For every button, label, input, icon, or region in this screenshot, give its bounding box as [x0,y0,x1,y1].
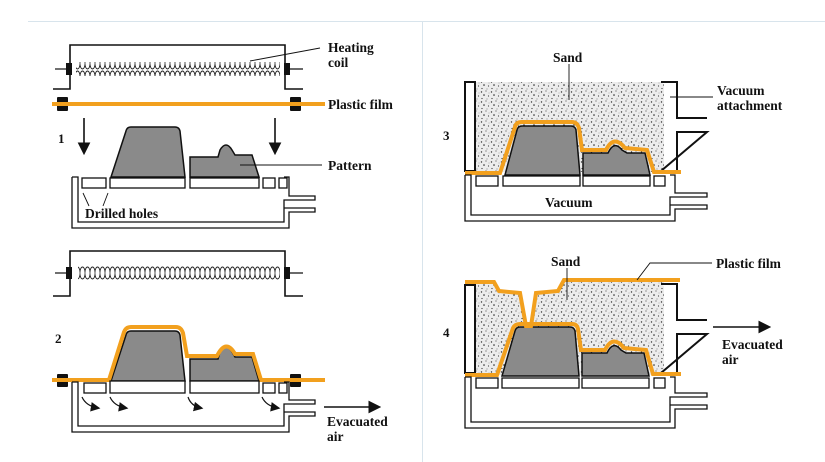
step-number-1: 1 [58,131,65,146]
label-drilled-holes: Drilled holes [85,206,158,221]
heating-coil-icon [78,266,280,280]
plastic-film-1 [52,97,325,111]
label-heating-coil-1: Heating [328,40,374,55]
flask-wall-right [658,81,710,172]
heater-2 [53,250,303,297]
label-heating-coil-2: coil [328,55,348,70]
frame-divider [422,22,423,462]
label-vacuum-attachment-2: attachment [717,98,783,113]
vacuum-box-2 [71,380,316,433]
plastic-film-4-bottom [465,322,681,377]
label-sand-3: Sand [553,50,583,65]
step-number-3: 3 [443,128,450,143]
pattern-1 [109,126,322,178]
leader-heating-coil [249,47,321,62]
label-pattern: Pattern [328,158,372,173]
label-evacuated-air-4-2: air [722,352,739,367]
coil-terminal-left [66,63,72,75]
vacuum-box-1 [71,176,316,229]
flask-wall-right [658,283,710,374]
label-vacuum-attachment-1: Vacuum [717,83,765,98]
airflow-arrows [81,396,281,412]
label-evacuated-air-4-1: Evacuated [722,337,783,352]
step-4: 4 Sand Plastic film Evacuated air [443,254,783,429]
pattern-4 [501,326,650,377]
flask-wall-left [464,81,476,172]
vacuum-box-4 [464,376,708,429]
heating-coil-icon [76,62,280,76]
label-plastic-film-4: Plastic film [716,256,782,271]
plastic-film-4-top [465,278,680,328]
frame-top-border [28,21,825,22]
label-plastic-film: Plastic film [328,97,394,112]
leader-plastic-film-4 [636,262,712,281]
heater-1 [53,44,321,90]
pattern-3 [504,125,651,176]
label-evacuated-air-2: air [327,429,344,444]
step-1: 1 Heating coil Plastic film Pattern Dril… [52,40,394,229]
coil-terminal-right [284,63,290,75]
label-sand-4: Sand [551,254,581,269]
step-number-2: 2 [55,331,62,346]
label-evacuated-air-1: Evacuated [327,414,388,429]
vacuum-box-3 [464,174,708,222]
flask-wall-left [464,284,476,374]
step-number-4: 4 [443,325,450,340]
label-vacuum: Vacuum [545,195,593,210]
plastic-film-2 [52,325,325,382]
step-2: 2 Evacuated air [52,250,388,444]
plastic-film-3 [465,120,681,175]
step-3: 3 Sand Vacuum attachment Vacuum [443,50,783,222]
